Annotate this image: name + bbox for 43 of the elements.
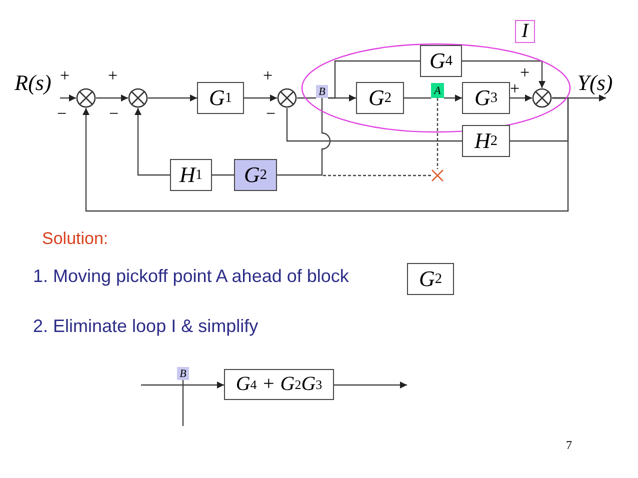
connector-line [182,380,184,426]
dashed-line [323,174,431,176]
arrow [96,94,128,102]
connector-line [212,174,234,176]
arrow [141,382,224,388]
connector-line [277,98,331,176]
connector-line [297,97,316,99]
arrow [334,382,407,388]
connector-line [328,60,420,99]
arrow [82,97,569,212]
connector-line [286,108,462,142]
point-tag: B [177,367,189,380]
arrow [444,94,462,102]
arrow [60,94,76,102]
arrow [134,108,170,176]
point-tag: B [316,85,328,98]
sign-label: + [60,66,70,86]
sign-label: − [109,104,119,124]
step-text: 2. Eliminate loop I & simplify [33,316,258,337]
summing-junction [277,88,297,108]
input-signal-label: R(s) [6,68,60,98]
sign-label: + [263,66,273,86]
summing-junction [76,88,96,108]
cross-mark [431,169,444,182]
arrow [244,94,277,102]
step-text: 1. Moving pickoff point A ahead of block [33,266,349,287]
summing-junction [128,88,148,108]
output-signal-label: Y(s) [572,68,618,98]
sign-label: + [520,63,530,83]
connector-line [404,97,431,99]
dashed-line [436,98,438,169]
heading: Solution: [42,229,108,249]
sign-label: + [510,79,520,99]
arrow [148,94,197,102]
summing-junction [532,88,552,108]
point-tag: A [431,83,444,98]
page-number: 7 [566,438,572,453]
sign-label: − [266,104,276,124]
sign-label: + [108,66,118,86]
loop-label: I [515,20,535,43]
arrow [462,60,546,88]
arrow [510,94,532,102]
sign-label: − [57,104,67,124]
